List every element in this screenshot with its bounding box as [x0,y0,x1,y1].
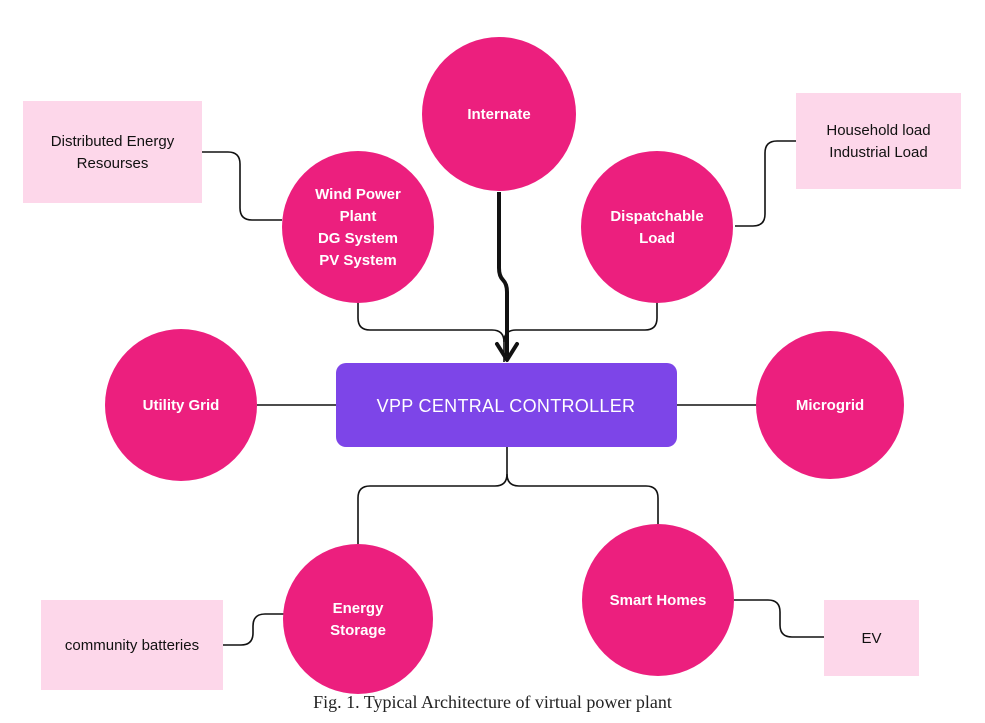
connector-controller-smarthomes [506,473,659,527]
arrow-internate-controller [497,192,509,356]
connector-controller-storage [357,447,508,567]
node-microgrid [756,331,904,479]
node-utility [105,329,257,481]
node-wind-label: PV System [319,252,397,269]
box-community [41,600,223,690]
box-community-label: community batteries [65,637,199,654]
box-household [796,93,961,189]
node-wind-label: Plant [340,208,377,225]
figure-caption: Fig. 1. Typical Architecture of virtual … [313,692,672,712]
box-ev-label: EV [861,630,881,647]
node-storage-label: Storage [330,622,386,639]
node-microgrid-label: Microgrid [796,397,864,414]
connector-household-dispatchable [735,140,796,227]
connector-smarthomes-ev [734,599,824,638]
controller-box [336,363,677,447]
node-dispatchable-label: Dispatchable [610,208,703,225]
node-smarthomes-label: Smart Homes [610,592,707,609]
connector-der-wind [202,151,282,221]
connector-dispatchable-controller [503,300,658,343]
node-dispatchable [581,151,733,303]
node-utility-label: Utility Grid [143,397,220,414]
arrow-head [495,342,519,362]
node-internate-label: Internate [467,106,530,123]
node-storage [283,544,433,694]
node-storage-label: Energy [333,600,385,617]
box-household-label: Industrial Load [829,144,927,161]
node-dispatchable-label: Load [639,230,675,247]
box-der [23,101,202,203]
box-der-label: Resourses [77,155,149,172]
node-internate [422,37,576,191]
node-smarthomes [582,524,734,676]
controller-label: VPP CENTRAL CONTROLLER [377,396,636,416]
connector-wind-controller [357,300,505,362]
node-wind-label: Wind Power [315,186,401,203]
box-household-label: Household load [826,122,930,139]
node-wind [282,151,434,303]
box-der-label: Distributed Energy [51,133,175,150]
connector-storage-community [223,613,284,646]
box-ev [824,600,919,676]
node-wind-label: DG System [318,230,398,247]
